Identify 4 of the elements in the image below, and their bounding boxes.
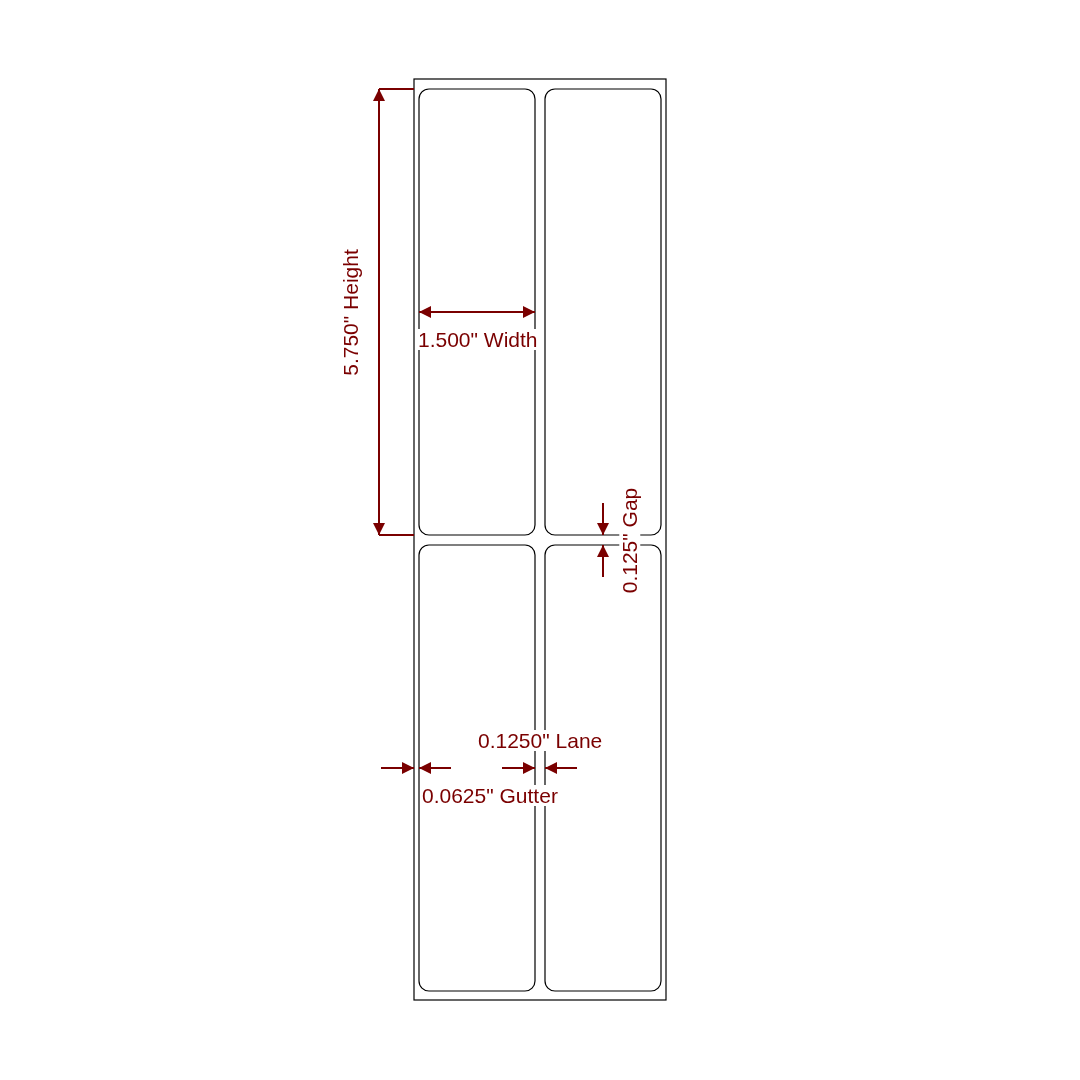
dimension-label: 0.125" Gap bbox=[619, 487, 641, 593]
dimension-label: 1.500" Width bbox=[418, 328, 538, 350]
dimension-label: 0.0625" Gutter bbox=[422, 784, 558, 806]
dimension-label: 0.1250" Lane bbox=[478, 729, 603, 751]
